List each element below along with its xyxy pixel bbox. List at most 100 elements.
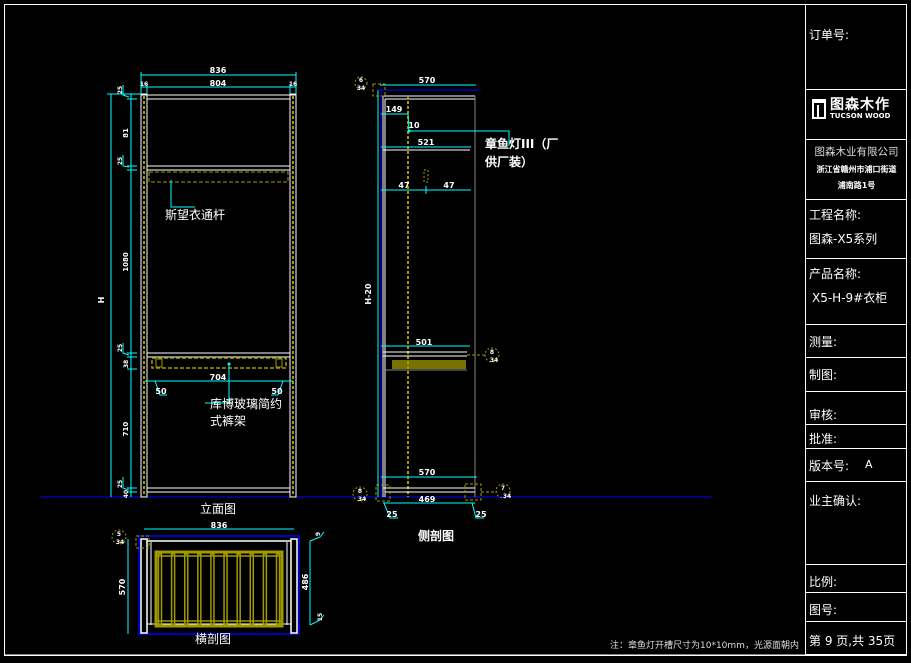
dim-inner-width: 804	[210, 79, 227, 88]
front-labels: 斯望衣通杆 库博玻璃简约 式裤架 立面图	[165, 207, 282, 516]
rack-leader	[205, 364, 230, 404]
front-hanging-rod	[148, 171, 289, 183]
dim-rod-gap: 25	[117, 157, 124, 165]
rack-bar	[157, 553, 163, 625]
company-name: 图森木业有限公司	[814, 146, 899, 158]
rack-label-line1: 库博玻璃简约	[210, 396, 282, 411]
company-address-line1: 浙江省赣州市浦口街道	[816, 165, 897, 174]
cross-left-panel	[140, 538, 148, 634]
rack-bar	[275, 553, 281, 625]
company-cell: 图森木业有限公司 浙江省赣州市浦口街道 浦南路1号	[806, 140, 907, 200]
logo-name-en: TUCSON WOOD	[830, 112, 891, 120]
rack-bar	[236, 553, 241, 625]
rack-bar	[223, 553, 228, 625]
order-no-cell: 订单号:	[806, 4, 907, 90]
title-block: 订单号: 图森木作 TUCSON WOOD 图森木业有限公司 浙江省赣州市浦口街…	[805, 4, 907, 655]
product-cell: 产品名称: X5-H-9#衣柜	[806, 259, 907, 325]
dim-rack-left-leader	[154, 380, 167, 396]
rack-bar	[249, 553, 255, 625]
cross-dim-leader-top	[309, 531, 325, 542]
rack-bar	[210, 553, 215, 625]
side-offset-10: 10	[408, 121, 420, 130]
light-leader	[407, 113, 510, 146]
marker-rack-num: 8	[490, 349, 494, 356]
dim-side-right: 16	[289, 81, 297, 88]
dim-side-left: 16	[140, 81, 148, 88]
cross-section-title: 横剖图	[195, 632, 231, 646]
scale-label: 比例:	[809, 575, 838, 589]
side-depth-top: 570	[419, 76, 436, 85]
cross-depth-right: 486	[301, 573, 310, 590]
scale-cell: 比例:	[806, 565, 907, 593]
side-rack-depth: 501	[416, 338, 433, 347]
dim-base: 40	[123, 490, 130, 498]
review-label: 审核:	[809, 408, 838, 422]
dim-rack-left-offset: 50	[155, 387, 167, 396]
side-detail-box-front	[464, 483, 482, 501]
drawing-note: 注：章鱼灯开槽尺寸为10*10mm，光源面朝内	[610, 641, 799, 651]
front-view-title: 立面图	[200, 501, 236, 516]
product-label: 产品名称:	[809, 267, 862, 281]
draw-label: 制图:	[809, 368, 838, 382]
dim-top-section: 81	[122, 128, 130, 138]
front-dim-texts: 836 804 16 16 H 25 81 25 1080 25 38 710 …	[97, 66, 297, 498]
company-address-line2: 浦南路1号	[837, 181, 876, 190]
detail-marker-rack	[484, 347, 500, 363]
version-value: A	[865, 458, 873, 471]
rack-bar	[262, 553, 268, 625]
side-depth-bottom: 570	[419, 468, 436, 477]
light-label-line1: 章鱼灯III（厂	[485, 136, 558, 151]
page-info: 第 9 页,共 35页	[809, 634, 896, 648]
rack-bar	[170, 553, 176, 625]
side-dim-texts: 570 149 10 521 47 47 H-20 501 570 469 25…	[357, 76, 511, 519]
dim-rack-right-leader	[271, 380, 284, 396]
project-value: 图森-X5系列	[809, 232, 878, 246]
cross-detail-box	[135, 535, 150, 549]
company-logo: 图森木作 TUCSON WOOD	[812, 98, 890, 120]
dim-lower-height: 710	[122, 422, 130, 437]
product-value: X5-H-9#衣柜	[812, 291, 888, 305]
dim-leader	[122, 343, 130, 356]
dim-rack-height: 38	[123, 360, 130, 368]
tucson-wood-logo-icon	[812, 99, 826, 119]
cross-dim-texts: 836 570 486 9 15 5 34	[116, 521, 324, 621]
side-dim-base-right-leader	[471, 502, 484, 519]
side-rod-section	[423, 169, 429, 183]
rack-leader-dot	[227, 362, 231, 366]
version-label: 版本号:	[809, 459, 850, 473]
side-height: H-20	[364, 283, 373, 305]
cross-top-offset: 9	[315, 532, 322, 536]
rack-bar	[197, 553, 202, 625]
side-shelf-depth: 521	[418, 138, 435, 147]
cross-marker-num: 5	[117, 531, 121, 538]
side-base-left: 25	[386, 510, 398, 519]
cross-labels: 横剖图	[195, 632, 231, 646]
marker-rack-sheet: 34	[490, 357, 498, 364]
dim-base-gap: 25	[117, 480, 124, 488]
detail-marker-back	[352, 486, 368, 502]
cross-trouser-rack	[154, 550, 284, 628]
marker-front-num: 7	[501, 485, 505, 492]
cross-marker-sheet: 34	[116, 539, 124, 546]
dim-shelf-gap: 25	[117, 344, 124, 352]
marker-back-sheet: 34	[358, 496, 366, 503]
side-base-depth: 469	[419, 495, 436, 504]
cross-depth-left: 570	[118, 578, 127, 595]
cross-dim-leader-bottom	[309, 614, 325, 626]
owner-confirm-cell: 业主确认:	[806, 482, 907, 565]
front-view	[107, 72, 297, 498]
order-no-label: 订单号:	[809, 28, 850, 42]
cross-right-panel	[290, 538, 298, 634]
measure-cell: 测量:	[806, 325, 907, 358]
dim-leader	[122, 85, 130, 98]
side-view	[352, 76, 511, 519]
logo-name-cn: 图森木作	[830, 97, 890, 113]
front-trouser-rack	[151, 357, 287, 369]
side-dim-base-left-leader	[383, 502, 398, 519]
side-detail-box-back	[375, 484, 391, 502]
side-half-left: 47	[398, 181, 409, 190]
dim-rack-right-offset: 50	[271, 387, 283, 396]
marker-front-sheet: 34	[503, 493, 511, 500]
cross-width: 836	[211, 521, 228, 530]
